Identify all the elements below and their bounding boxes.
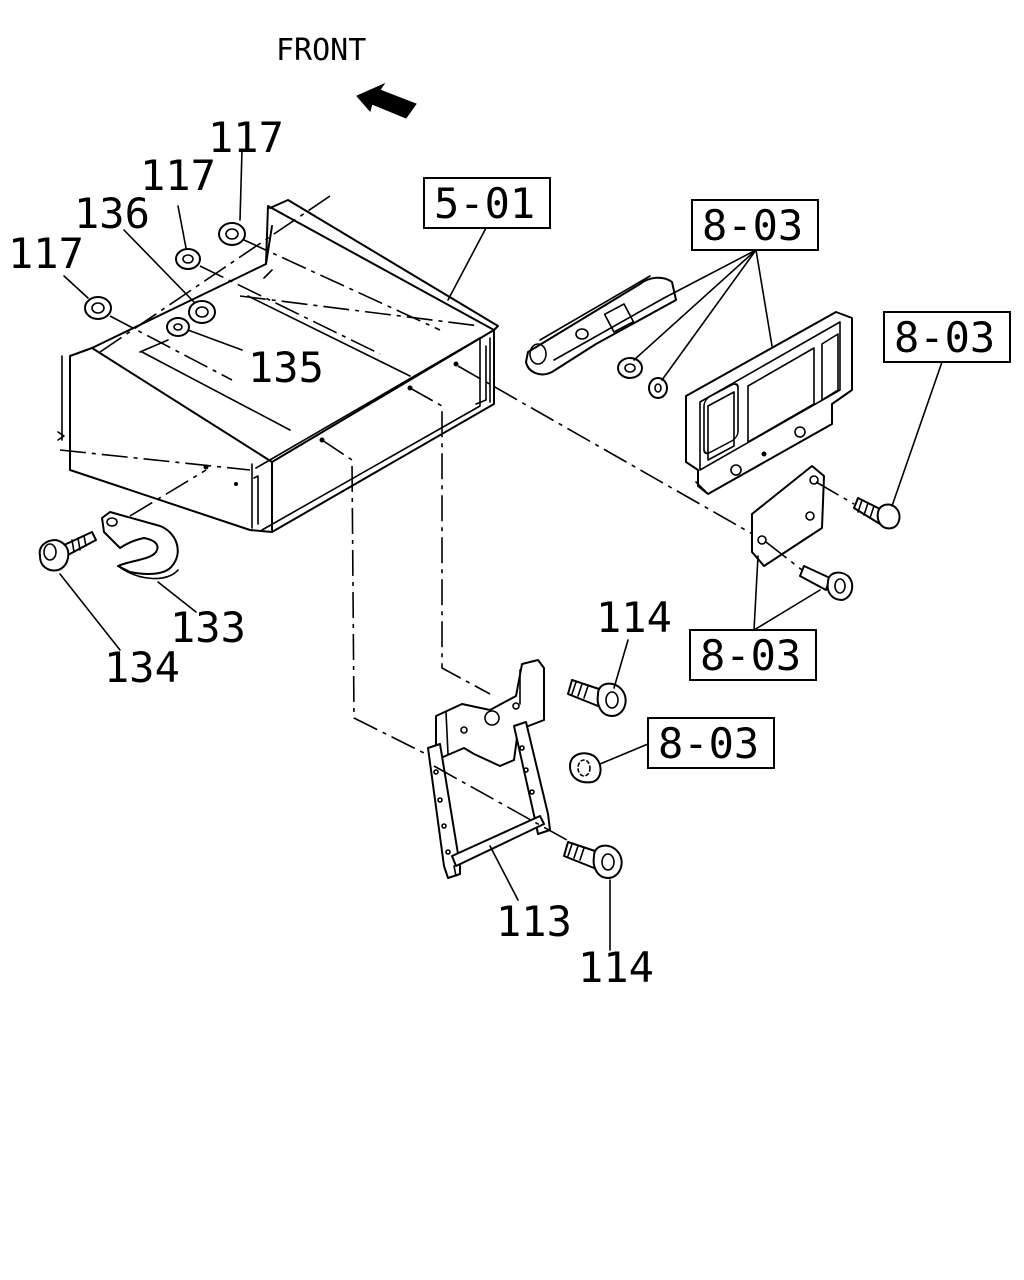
label-114-lower: 114 (578, 943, 654, 992)
mounting-plate (751, 465, 825, 567)
bolt-114-lower (563, 841, 623, 879)
label-117-left: 117 (8, 229, 84, 278)
ref-box-plate-lower: 8-03 (689, 555, 821, 681)
ref-frame-text: 5-01 (434, 179, 535, 228)
label-113: 113 (496, 897, 572, 946)
label-117-mid: 117 (140, 151, 216, 200)
ref-box-crossmember: 8-03 (633, 199, 819, 381)
label-134: 134 (104, 643, 180, 692)
ref-bolt-right-text: 8-03 (894, 313, 995, 362)
label-133: 133 (170, 603, 246, 652)
nut-117-left (84, 296, 112, 320)
washer-8-03 (648, 377, 668, 399)
ref-box-frame: 5-01 (423, 177, 551, 301)
label-136: 136 (74, 189, 150, 238)
ref-plate-lower-text: 8-03 (700, 631, 801, 680)
bracket-arm (525, 275, 677, 376)
step-bracket-113 (427, 659, 551, 879)
bolt-114-upper (567, 679, 627, 717)
label-114-upper: 114 (596, 593, 672, 642)
front-label: FRONT (276, 33, 366, 68)
ref-crossmember-text: 8-03 (702, 201, 803, 250)
bolt-right (853, 497, 901, 530)
nut-117-top (218, 222, 246, 246)
ref-box-bolt-right: 8-03 (883, 311, 1011, 507)
ref-box-nut-right: 8-03 (599, 717, 775, 769)
tow-hook-133 (101, 511, 179, 580)
nut-8-03 (617, 357, 643, 379)
nut-117-mid (175, 248, 201, 270)
label-117-top: 117 (208, 113, 284, 162)
ref-nut-right-text: 8-03 (658, 719, 759, 768)
front-arrow-icon (356, 82, 417, 119)
label-135: 135 (248, 343, 324, 392)
nut-136 (188, 300, 216, 324)
nut-right (569, 752, 602, 784)
bolt-plate-lower (799, 565, 854, 601)
crossmember-plate (685, 311, 853, 495)
bolt-134 (38, 531, 97, 572)
washer-135 (166, 317, 190, 337)
